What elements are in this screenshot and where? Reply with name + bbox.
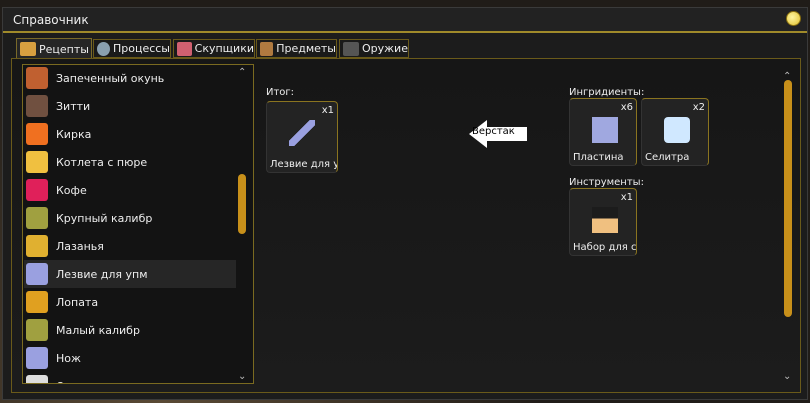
item-icon [26, 263, 48, 285]
count: x1 [321, 105, 334, 116]
list-scroll-up-icon[interactable]: ⌃ [238, 67, 247, 78]
list-item[interactable]: Лазанья [24, 232, 236, 260]
item-label: Крупный калибр [56, 211, 153, 225]
list-item[interactable]: Малый калибр [24, 316, 236, 344]
count: x1 [620, 192, 633, 203]
list-item[interactable]: Лезвие для упм [24, 260, 236, 288]
item-icon [26, 319, 48, 341]
ingredient-card[interactable]: x2 Селитра [641, 98, 709, 166]
tool-card[interactable]: x1 Набор для сб [569, 188, 637, 256]
item-icon [26, 67, 48, 89]
tab-items[interactable]: Предметы [256, 39, 337, 58]
clock-icon [97, 41, 110, 56]
list-scroll-down-icon[interactable]: ⌄ [238, 371, 247, 382]
item-label: Малый калибр [56, 323, 140, 337]
tab-processes[interactable]: Процессы [93, 39, 171, 58]
tab-label: Оружие [362, 42, 408, 55]
count: x2 [692, 102, 705, 113]
item-icon [26, 375, 48, 383]
item-icon [26, 207, 48, 229]
item-icon [26, 347, 48, 369]
result-label: Итог: [266, 87, 295, 98]
item-icon [26, 95, 48, 117]
list-item[interactable]: Лопата [24, 288, 236, 316]
item-label: Лезвие для упм [56, 267, 148, 281]
tab-buyers[interactable]: Скупщики [173, 39, 255, 58]
scroll-up-icon[interactable]: ⌃ [783, 71, 792, 82]
item-icon [26, 151, 48, 173]
scrollbar-thumb[interactable] [784, 80, 792, 317]
list-item[interactable]: Запеченный окунь [24, 65, 236, 92]
item-name: Пластина [573, 152, 624, 163]
jar-icon [664, 117, 690, 143]
tab-label: Процессы [112, 42, 170, 55]
toolbox-icon [592, 207, 618, 233]
list-item[interactable]: Овощное рагу [24, 372, 236, 384]
count: x6 [620, 102, 633, 113]
item-icon [26, 179, 48, 201]
item-label: Лазанья [56, 239, 104, 253]
list-item[interactable]: Крупный калибр [24, 204, 236, 232]
item-label: Овощное рагу [56, 380, 138, 384]
tools-label: Инструменты: [569, 177, 644, 188]
list-item[interactable]: Котлета с пюре [24, 148, 236, 176]
item-label: Нож [56, 351, 81, 365]
recipe-icon [20, 42, 36, 56]
item-label: Кирка [56, 127, 92, 141]
list-item[interactable]: Кирка [24, 120, 236, 148]
result-card[interactable]: x1 Лезвие для у [266, 101, 338, 173]
station-label: Верстак [472, 126, 515, 137]
ingredient-card[interactable]: x6 Пластина [569, 98, 637, 166]
tab-label: Предметы [276, 42, 336, 55]
item-label: Лопата [56, 295, 99, 309]
item-icon [26, 291, 48, 313]
list-item[interactable]: Кофе [24, 176, 236, 204]
item-name: Лезвие для у [270, 159, 338, 170]
item-label: Зитти [56, 99, 91, 113]
item-name: Селитра [645, 152, 690, 163]
gun-icon [343, 41, 359, 56]
person-icon [177, 41, 192, 56]
blade-icon [289, 120, 315, 146]
item-name: Набор для сб [573, 242, 637, 253]
window-title: Справочник [13, 13, 89, 27]
list-item[interactable]: Нож [24, 344, 236, 372]
close-button[interactable] [786, 11, 801, 26]
arrow-icon: Верстак [469, 120, 527, 148]
item-label: Котлета с пюре [56, 155, 148, 169]
plate-icon [592, 117, 618, 143]
item-label: Кофе [56, 183, 87, 197]
ingredients-label: Ингридиенты: [569, 87, 645, 98]
item-icon [26, 123, 48, 145]
tab-recipes[interactable]: Рецепты [16, 38, 92, 59]
tab-label: Скупщики [194, 42, 254, 55]
list-scrollbar-thumb[interactable] [238, 174, 246, 234]
scroll-down-icon[interactable]: ⌄ [783, 371, 792, 382]
title-bar[interactable]: Справочник [3, 8, 807, 33]
tab-weapons[interactable]: Оружие [339, 39, 409, 58]
reference-window: Справочник Рецепты Процессы Скупщики Пре… [2, 7, 808, 400]
tab-label: Рецепты [39, 42, 89, 56]
list-item[interactable]: Зитти [24, 92, 236, 120]
item-icon [26, 235, 48, 257]
item-label: Запеченный окунь [56, 71, 165, 85]
box-icon [260, 41, 274, 56]
